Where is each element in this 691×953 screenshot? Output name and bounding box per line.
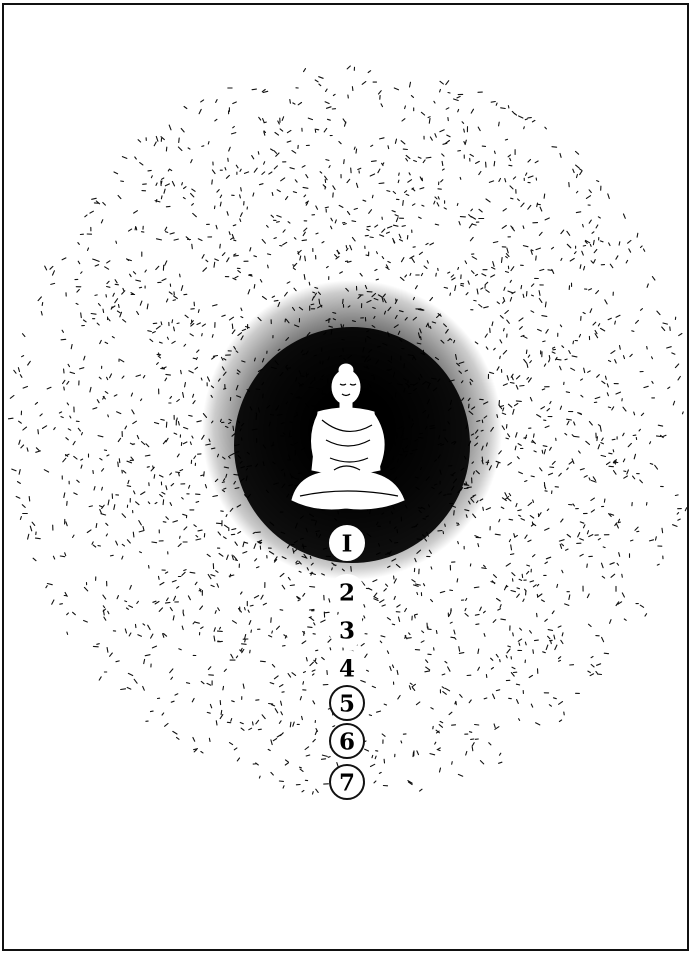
marker-label: 4	[339, 656, 355, 683]
marker-4: 4	[330, 651, 364, 685]
marker-6: 6	[330, 724, 364, 758]
marker-label: 6	[339, 729, 355, 756]
marker-label: 3	[339, 618, 355, 645]
marker-label: 2	[339, 580, 355, 607]
marker-3: 3	[330, 613, 364, 647]
marker-label: 5	[339, 691, 355, 718]
marker-7: 7	[330, 765, 364, 799]
marker-1: I	[330, 526, 364, 560]
marker-label: I	[342, 531, 353, 558]
figure-ushnisha	[339, 364, 353, 376]
marker-5: 5	[330, 686, 364, 720]
marker-2: 2	[330, 575, 364, 609]
marker-label: 7	[339, 770, 355, 797]
